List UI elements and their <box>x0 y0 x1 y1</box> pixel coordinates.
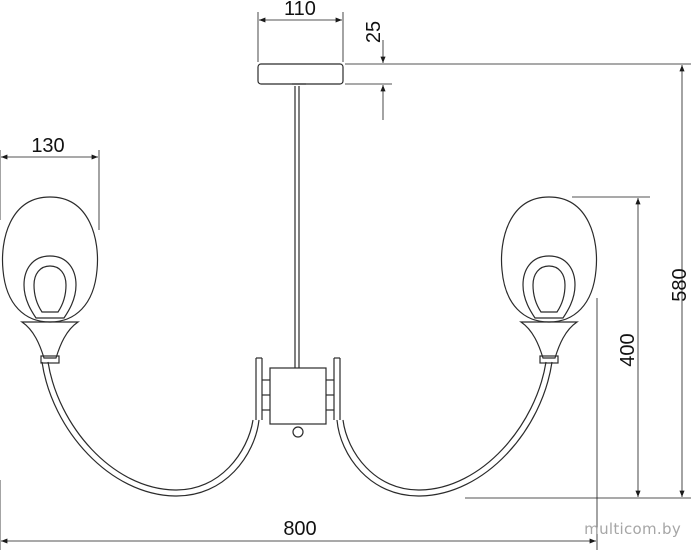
watermark: multicom.by <box>584 520 681 538</box>
suspension-rod <box>294 86 300 368</box>
dimension-total-height: 580 <box>650 65 691 499</box>
total-height-label: 580 <box>669 268 691 301</box>
central-hub <box>255 357 341 438</box>
left-arm <box>41 361 260 497</box>
right-arm <box>336 361 553 497</box>
dimension-shade-height: 400 <box>465 196 650 503</box>
right-glass-shade <box>500 196 598 364</box>
total-width-label: 800 <box>283 518 316 540</box>
canopy-width-label: 110 <box>284 0 316 20</box>
ceiling-canopy <box>257 63 344 85</box>
left-glass-shade <box>1 196 99 364</box>
dimension-canopy-height: 25 <box>345 21 691 120</box>
canopy-height-label: 25 <box>363 21 385 43</box>
dimension-canopy-width: 110 <box>257 0 344 62</box>
shade-width-label: 130 <box>31 135 64 157</box>
dimension-shade-width: 130 <box>0 135 100 230</box>
dimension-total-width: 800 <box>0 480 598 550</box>
shade-height-label: 400 <box>617 333 639 366</box>
